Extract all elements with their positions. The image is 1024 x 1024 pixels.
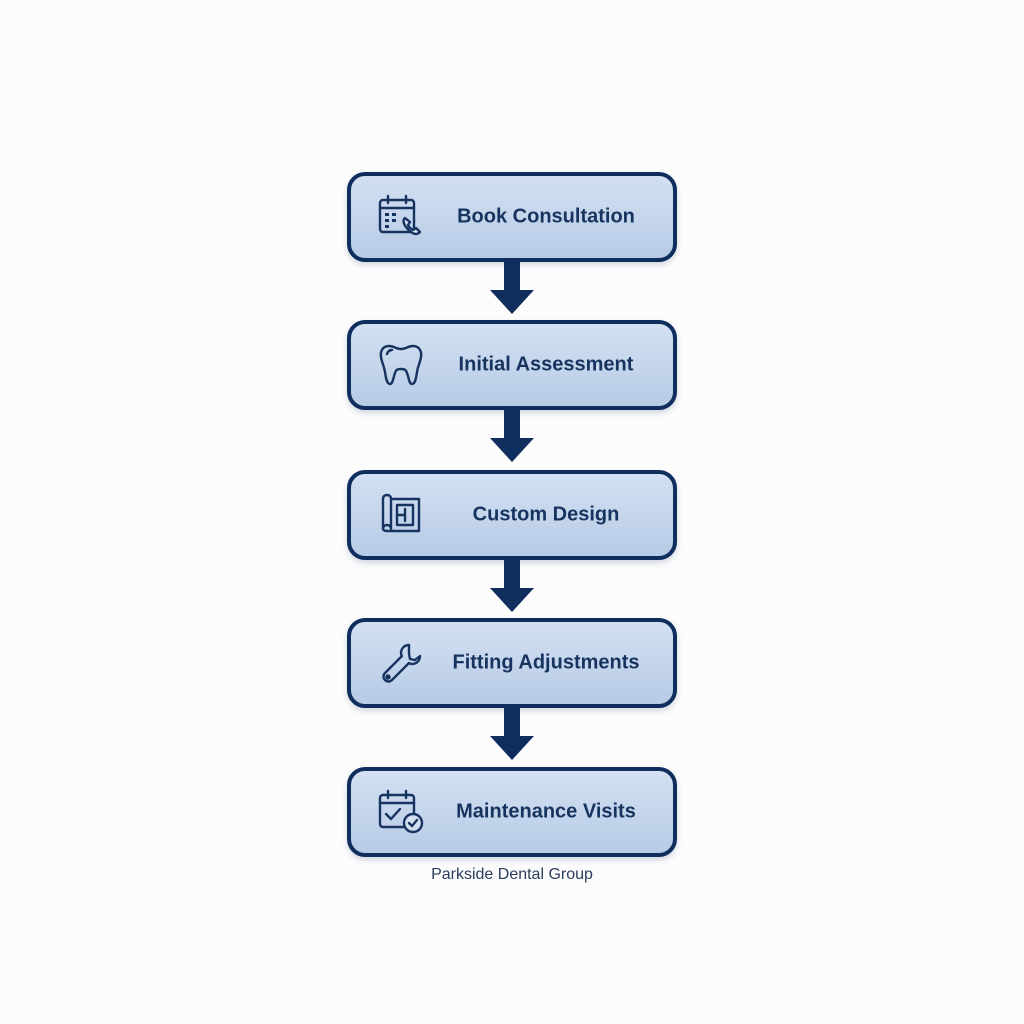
step-initial-assessment: Initial Assessment [347,320,677,410]
wrench-icon [375,637,427,689]
arrow-down-icon [490,262,534,318]
step-book-consultation: Book Consultation [347,172,677,262]
step-label: Initial Assessment [458,353,634,376]
step-fitting-adjustments: Fitting Adjustments [347,618,677,708]
blueprint-icon [375,489,427,541]
footer-org-name: Parkside Dental Group [431,866,593,883]
step-label: Fitting Adjustments [452,651,640,674]
arrow-down-icon [490,560,534,616]
step-label: Maintenance Visits [456,800,636,823]
arrow-down-icon [490,708,534,764]
step-custom-design: Custom Design [347,470,677,560]
tooth-icon [375,339,427,391]
step-label: Custom Design [472,503,620,526]
calendar-phone-icon [375,191,427,243]
step-label: Book Consultation [457,205,635,228]
arrow-down-icon [490,410,534,466]
calendar-check-icon [375,786,427,838]
step-maintenance-visits: Maintenance Visits [347,767,677,857]
